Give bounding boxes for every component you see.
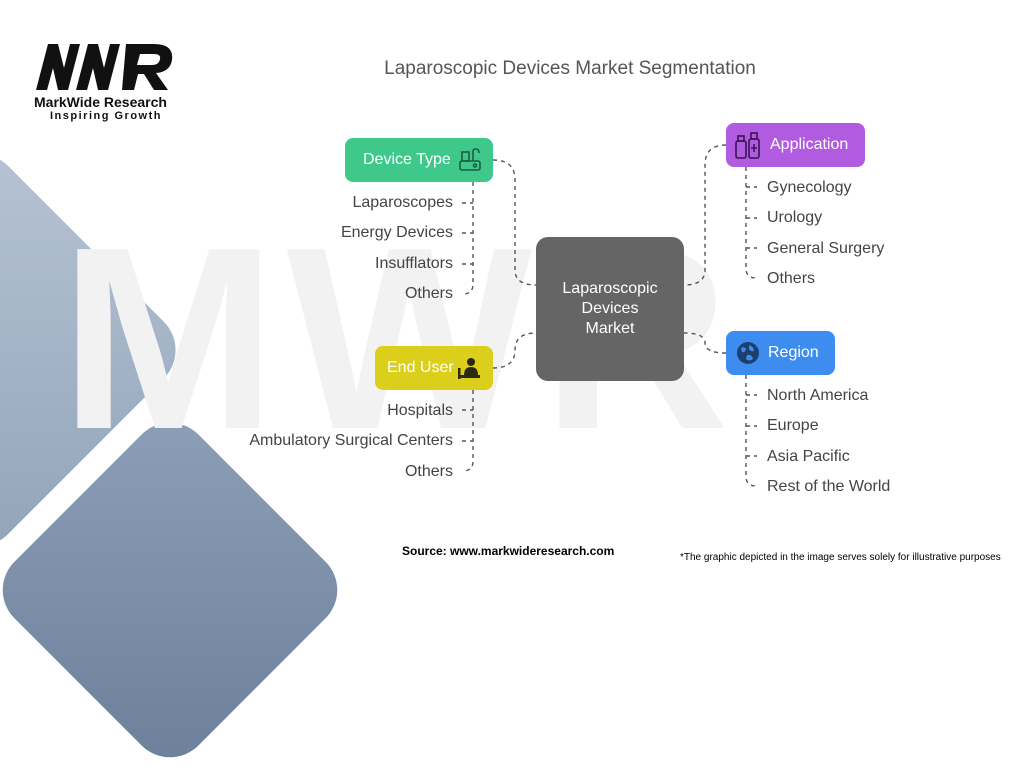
source-note: Source: www.markwideresearch.com	[402, 544, 615, 558]
bracket-region	[745, 375, 757, 487]
bracket-application	[745, 167, 757, 279]
center-line: Devices	[581, 300, 639, 317]
list-item: Gynecology	[767, 179, 852, 196]
list-item: Europe	[767, 417, 819, 434]
disclaimer-note: *The graphic depicted in the image serve…	[680, 552, 1001, 563]
list-item: Others	[404, 463, 453, 480]
list-item: General Surgery	[767, 240, 885, 257]
connector-application	[683, 144, 727, 286]
bracket-device-type	[462, 182, 474, 295]
list-item: Urology	[767, 209, 823, 226]
patient-bed-icon	[455, 355, 483, 381]
connector-region	[683, 332, 727, 354]
center-line: Market	[585, 320, 635, 337]
category-label: End User	[387, 359, 454, 376]
brand-logo: MarkWide Research Inspiring Growth	[34, 40, 194, 122]
category-label: Device Type	[363, 151, 451, 168]
list-item: Others	[404, 285, 453, 302]
diagram-title: Laparoscopic Devices Market Segmentation	[384, 58, 756, 79]
category-label: Region	[768, 344, 819, 361]
center-line: Laparoscopic	[562, 280, 658, 297]
category-region: Region	[726, 331, 835, 375]
brand-name: MarkWide Research	[34, 94, 167, 110]
list-item: Rest of the World	[767, 478, 891, 495]
endoscope-tower-icon	[457, 147, 483, 173]
connector-device-type	[492, 159, 537, 286]
list-item: Others	[767, 270, 816, 287]
category-device-type: Device Type	[345, 138, 493, 182]
list-item: Energy Devices	[340, 224, 453, 241]
list-item: Asia Pacific	[767, 448, 850, 465]
category-end-user: End User	[375, 346, 493, 390]
connector-lines	[462, 144, 757, 487]
logo-mark-icon	[36, 44, 173, 90]
bracket-end-user	[462, 390, 474, 472]
diagram-title-wrap: Laparoscopic Devices Market Segmentation	[0, 58, 1024, 80]
list-item: Laparoscopes	[352, 194, 453, 211]
brand-tagline: Inspiring Growth	[50, 110, 162, 122]
globe-icon	[734, 339, 762, 367]
category-application: Application	[726, 123, 865, 167]
list-item: North America	[767, 387, 869, 404]
connector-end-user	[492, 332, 537, 369]
medicine-bottles-icon	[734, 130, 762, 160]
list-item: Ambulatory Surgical Centers	[249, 432, 453, 449]
list-item: Hospitals	[387, 402, 453, 419]
category-label: Application	[770, 136, 849, 153]
center-node: Laparoscopic Devices Market	[536, 237, 684, 381]
list-item: Insufflators	[375, 255, 453, 272]
